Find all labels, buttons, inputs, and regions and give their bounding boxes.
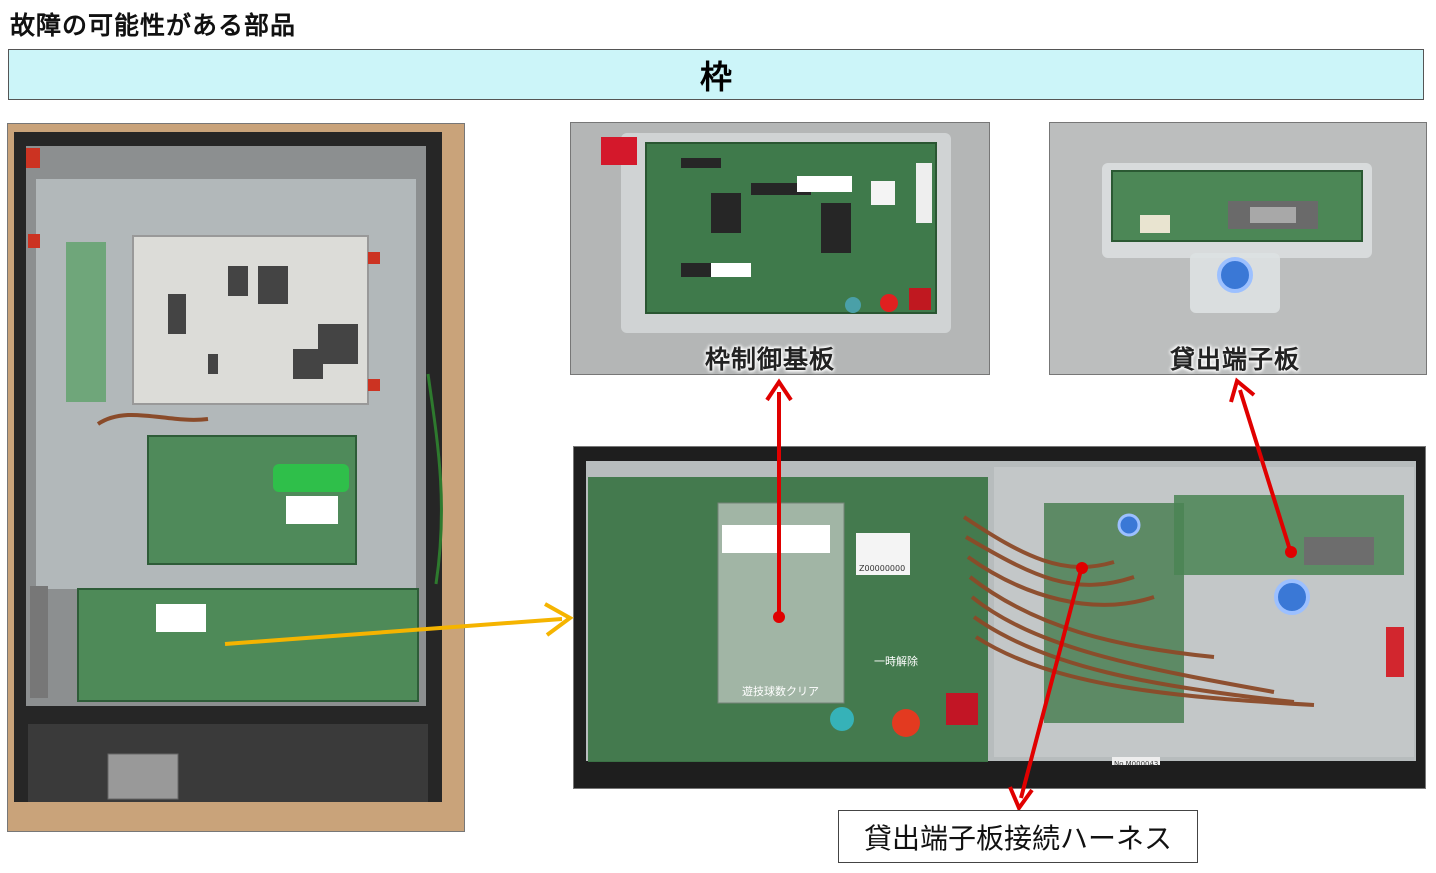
- red-dot-terminal-board: [1285, 546, 1297, 558]
- lending-terminal-board-caption: 貸出端子板: [1170, 345, 1301, 374]
- red-arrowhead-harness: [1008, 786, 1034, 813]
- red-arrowhead-frame-board: [765, 378, 793, 402]
- sticker-code: Z00000000: [859, 564, 905, 573]
- red-arrow-harness: [1019, 569, 1083, 799]
- lending-terminal-board-photo: [1049, 122, 1427, 375]
- section-banner: 枠: [8, 49, 1424, 100]
- harness-caption-box: 貸出端子板接続ハーネス: [838, 810, 1198, 863]
- frame-control-board-photo: [570, 122, 990, 375]
- frame-control-board-caption: 枠制御基板: [705, 345, 836, 374]
- clear-label: 遊技球数クリア: [742, 684, 819, 698]
- red-dot-frame-board: [773, 611, 785, 623]
- yellow-arrowhead: [544, 602, 574, 637]
- yellow-pointer-arrow: [224, 617, 563, 646]
- release-label: 一時解除: [874, 654, 918, 668]
- lot-label: No.M000043: [1114, 760, 1158, 768]
- red-arrow-terminal-board: [1238, 389, 1292, 551]
- banner-label: 枠: [699, 57, 732, 96]
- harness-caption: 貸出端子板接続ハーネス: [863, 821, 1172, 855]
- installed-detail-photo: Z00000000 遊技球数クリア 一時解除 No.M000043: [573, 446, 1426, 789]
- frame-overview-photo: [7, 123, 465, 832]
- red-dot-harness: [1076, 562, 1088, 574]
- red-arrowhead-terminal-board: [1229, 377, 1256, 403]
- page-title: 故障の可能性がある部品: [10, 11, 297, 40]
